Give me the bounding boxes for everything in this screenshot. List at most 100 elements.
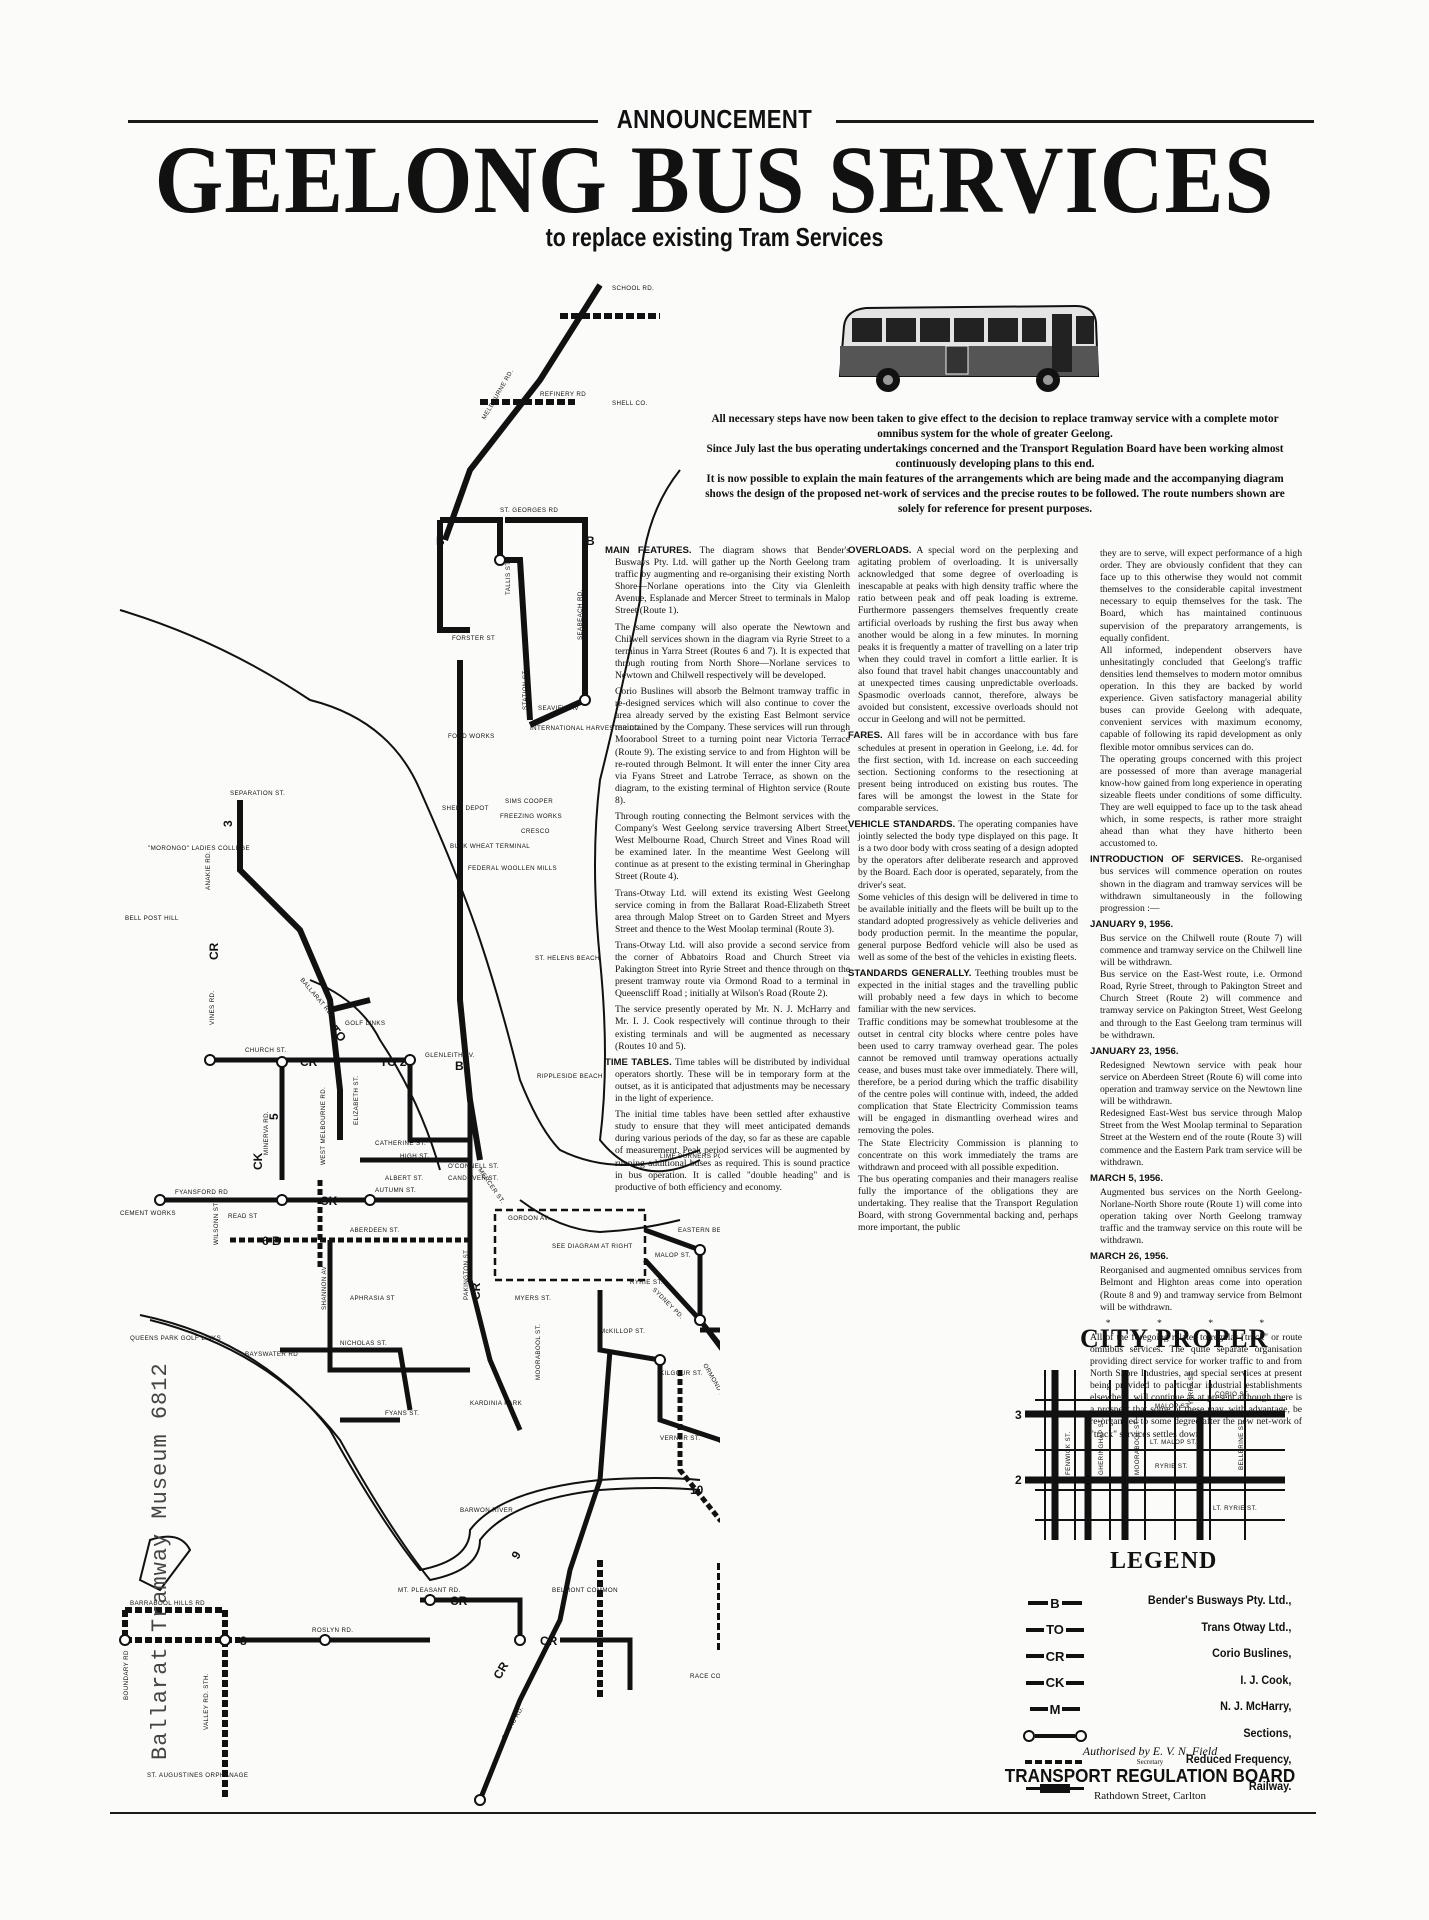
svg-text:BELL POST HILL: BELL POST HILL — [125, 915, 179, 922]
svg-text:ORMOND RD.: ORMOND RD. — [701, 1363, 720, 1405]
page-subtitle: to replace existing Tram Services — [545, 222, 884, 252]
svg-text:ST. AUGUSTINES ORPHANAGE: ST. AUGUSTINES ORPHANAGE — [147, 1772, 248, 1779]
legend-label: Corio Buslines, — [1211, 1646, 1291, 1660]
svg-text:ST. GEORGES RD: ST. GEORGES RD — [500, 507, 558, 514]
svg-text:CR: CR — [540, 1634, 558, 1648]
route-code-b: B — [586, 534, 595, 548]
section-heading-time-tables: TIME TABLES. — [605, 1056, 672, 1068]
section-heading-introduction: INTRODUCTION OF SERVICES. — [1090, 854, 1244, 866]
svg-text:ROSLYN RD.: ROSLYN RD. — [312, 1627, 353, 1634]
svg-text:BULK WHEAT TERMINAL: BULK WHEAT TERMINAL — [450, 843, 530, 850]
svg-text:ELIZABETH ST.: ELIZABETH ST. — [353, 1075, 360, 1125]
svg-text:SHANNON AV: SHANNON AV — [321, 1265, 328, 1310]
svg-text:3: 3 — [221, 820, 235, 827]
svg-text:WEST MELBOURNE RD.: WEST MELBOURNE RD. — [320, 1087, 327, 1165]
intro-statement: All necessary steps have now been taken … — [700, 412, 1290, 517]
svg-text:FORSTER ST: FORSTER ST — [452, 635, 495, 642]
body-text: they are to serve, will expect performan… — [1100, 548, 1302, 644]
body-text: Some vehicles of this design will be del… — [858, 891, 1078, 964]
svg-text:O'CONNELL ST.: O'CONNELL ST. — [448, 1163, 499, 1170]
svg-text:QUEENS PARK GOLF LINKS: QUEENS PARK GOLF LINKS — [130, 1335, 221, 1342]
svg-text:APHRASIA ST: APHRASIA ST — [350, 1295, 395, 1302]
body-text: The operating groups concerned with this… — [1100, 753, 1302, 850]
svg-text:REFINERY RD: REFINERY RD — [540, 391, 586, 398]
svg-text:COLAC RD.: COLAC RD. — [501, 1705, 526, 1741]
svg-text:SEPARATION ST.: SEPARATION ST. — [230, 790, 285, 797]
svg-text:10: 10 — [690, 1483, 704, 1497]
svg-text:TO 2: TO 2 — [380, 1055, 407, 1069]
board-address: Rathdown Street, Carlton — [1093, 1790, 1207, 1802]
svg-text:"MORONGO" LADIES COLLEGE: "MORONGO" LADIES COLLEGE — [148, 845, 250, 852]
intro-paragraph: It is now possible to explain the main f… — [705, 473, 1285, 515]
schedule-item: Bus service on the Chilwell route (Route… — [1100, 932, 1302, 969]
svg-text:MOORABOOL ST.: MOORABOOL ST. — [535, 1324, 542, 1380]
body-text: A special word on the perplexing and agi… — [858, 545, 1078, 726]
body-text: The operating companies have jointly sel… — [858, 819, 1078, 891]
board-name: TRANSPORT REGULATION BOARD — [1004, 1766, 1296, 1786]
legend-label: I. J. Cook, — [1239, 1672, 1291, 1687]
svg-text:9: 9 — [508, 1548, 524, 1561]
svg-text:SHELL CO.: SHELL CO. — [612, 400, 648, 407]
section-heading-fares: FARES. — [848, 730, 883, 742]
svg-text:AUTUMN ST.: AUTUMN ST. — [375, 1187, 416, 1194]
svg-text:SIMS COOPER: SIMS COOPER — [505, 798, 553, 805]
announcement-kicker: ANNOUNCEMENT — [107, 104, 1322, 135]
svg-text:VALLEY RD. STH.: VALLEY RD. STH. — [203, 1673, 210, 1730]
schedule-date: MARCH 5, 1956. — [1090, 1172, 1164, 1184]
schedule-item: Reorganised and augmented omnibus servic… — [1100, 1265, 1302, 1313]
body-text: The diagram shows that Bender's Busways … — [615, 545, 850, 617]
svg-text:LT. MALOP ST.: LT. MALOP ST. — [1150, 1439, 1197, 1446]
svg-text:ANAKIE RD.: ANAKIE RD. — [205, 851, 212, 890]
svg-text:READ ST: READ ST — [228, 1213, 258, 1220]
svg-text:LIME BURNERS POINT: LIME BURNERS POINT — [660, 1153, 720, 1160]
body-text: The bus operating companies and their ma… — [858, 1173, 1078, 1234]
body-text: All informed, independent observers have… — [1100, 644, 1302, 753]
schedule-item: Augmented bus services on the North Geel… — [1100, 1186, 1302, 1247]
body-text: Trans-Otway Ltd. will also provide a sec… — [615, 939, 850, 1000]
svg-text:BELMONT COMMON: BELMONT COMMON — [552, 1587, 618, 1594]
intro-paragraph: All necessary steps have now been taken … — [711, 413, 1279, 440]
svg-text:ST. HELENS BEACH: ST. HELENS BEACH — [535, 955, 600, 962]
svg-text:CR: CR — [207, 942, 221, 960]
schedule-date: JANUARY 9, 1956. — [1090, 918, 1174, 930]
svg-text:INTERNATIONAL HARVESTER CO.: INTERNATIONAL HARVESTER CO. — [530, 725, 642, 732]
svg-text:VERNER ST.: VERNER ST. — [660, 1435, 700, 1442]
svg-text:CHURCH ST.: CHURCH ST. — [245, 1047, 286, 1054]
body-text: The service presently operated by Mr. N.… — [615, 1004, 850, 1052]
svg-text:CR: CR — [450, 1594, 468, 1608]
section-heading-overloads: OVERLOADS. — [848, 545, 912, 556]
svg-text:YARRA ST.: YARRA ST. — [1188, 1370, 1195, 1405]
svg-text:FYANSFORD RD: FYANSFORD RD — [175, 1189, 228, 1196]
city-proper-diagram: 3 2 CORIO ST. MALOP ST. YARRA ST. FENWIC… — [1015, 1370, 1285, 1540]
svg-text:FREEZING WORKS: FREEZING WORKS — [500, 813, 562, 820]
article-column-3: they are to serve, will expect performan… — [1090, 548, 1302, 1445]
svg-text:BELLERINE ST.: BELLERINE ST. — [1238, 1420, 1245, 1470]
svg-text:6 B: 6 B — [262, 1234, 281, 1248]
route-map: B B B 3 CR TO CR TO 2 5 CK CK 6 B CR TO … — [119, 283, 720, 1806]
body-text: Re-organised bus services will commence … — [1100, 854, 1302, 914]
legend-title: LEGEND — [1110, 1548, 1218, 1574]
svg-text:MYERS ST.: MYERS ST. — [515, 1295, 551, 1302]
svg-text:MALOP ST.: MALOP ST. — [1155, 1403, 1191, 1410]
svg-text:CR: CR — [490, 1659, 511, 1681]
legend-key-railway — [1015, 1776, 1095, 1803]
svg-text:CORIO ST.: CORIO ST. — [1215, 1391, 1250, 1398]
city-proper-title: CITY PROPER — [1080, 1324, 1269, 1353]
svg-text:MT. PLEASANT RD.: MT. PLEASANT RD. — [398, 1587, 461, 1594]
schedule-date: MARCH 26, 1956. — [1090, 1251, 1169, 1263]
svg-text:5: 5 — [267, 1113, 281, 1120]
route-code-b: B — [436, 534, 445, 548]
body-text: All of the foregoing relates to regular … — [1090, 1331, 1302, 1440]
legend-label: Trans Otway Ltd., — [1200, 1619, 1291, 1634]
page-title: GEELONG BUS SERVICES — [154, 126, 1275, 233]
legend-key-cr: CR — [1015, 1643, 1095, 1670]
schedule-item: Redesigned East-West bus service through… — [1100, 1108, 1302, 1168]
svg-text:HIGH ST.: HIGH ST. — [400, 1153, 429, 1160]
legend-key-to: TO — [1015, 1617, 1095, 1644]
svg-text:CK: CK — [251, 1152, 265, 1170]
svg-text:GLENLEITH AV.: GLENLEITH AV. — [425, 1052, 475, 1059]
svg-text:SEAVIEW AV: SEAVIEW AV — [538, 705, 579, 712]
footer-rule — [110, 1812, 1316, 1814]
svg-text:MOORABOOL ST.: MOORABOOL ST. — [1134, 1419, 1141, 1475]
svg-text:KILGOUR ST.: KILGOUR ST. — [660, 1370, 703, 1377]
